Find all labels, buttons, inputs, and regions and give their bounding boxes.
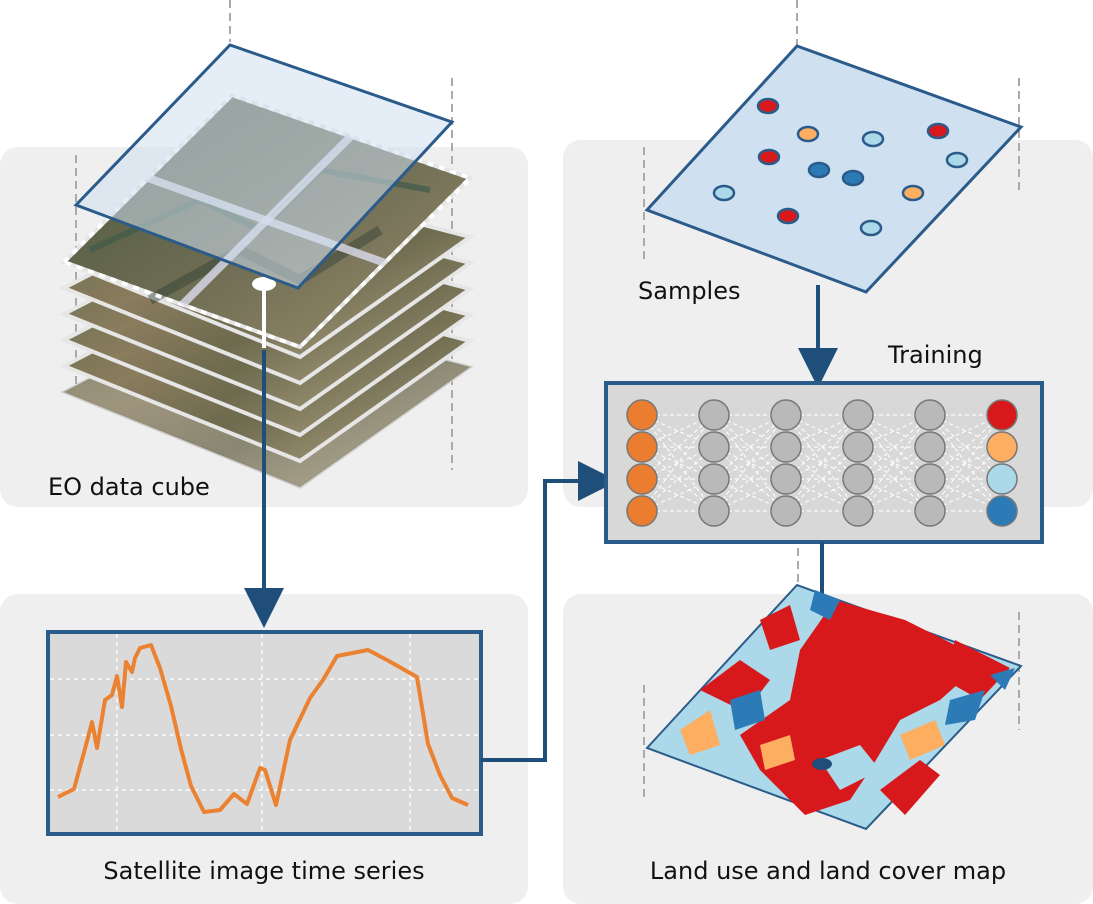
hidden-node xyxy=(914,463,946,495)
hidden-node xyxy=(842,463,874,495)
training-label: Training xyxy=(888,341,983,369)
sample-point xyxy=(926,122,950,140)
hidden-node xyxy=(698,495,730,527)
hidden-node xyxy=(698,431,730,463)
classified-map-icon xyxy=(643,548,1023,831)
sample-point xyxy=(901,184,925,202)
output-node xyxy=(986,431,1018,463)
hidden-node xyxy=(914,399,946,431)
data-cube-icon xyxy=(59,0,475,489)
output-node xyxy=(986,463,1018,495)
sample-point xyxy=(841,169,865,187)
sample-point xyxy=(776,207,800,225)
samples-label: Samples xyxy=(638,277,741,305)
hidden-node xyxy=(842,399,874,431)
hidden-node xyxy=(770,495,802,527)
hidden-node xyxy=(770,431,802,463)
land-cover-map-label: Land use and land cover map xyxy=(649,857,1007,885)
time-series-chart xyxy=(46,630,483,836)
hidden-node xyxy=(770,463,802,495)
hidden-node xyxy=(914,431,946,463)
reference-plane xyxy=(73,43,455,290)
sample-point xyxy=(756,97,780,115)
hidden-node xyxy=(842,431,874,463)
input-node xyxy=(626,431,658,463)
hidden-node xyxy=(914,495,946,527)
ndvi-series-line xyxy=(57,643,469,814)
input-node xyxy=(626,495,658,527)
map-point-marker xyxy=(812,758,832,770)
input-node xyxy=(626,399,658,431)
hidden-node xyxy=(770,399,802,431)
sample-point xyxy=(859,219,883,237)
sample-point xyxy=(757,148,781,166)
arrow-timeseries-to-network xyxy=(481,461,618,762)
neural-network-icon xyxy=(604,381,1044,544)
sample-point xyxy=(861,130,885,148)
hidden-node xyxy=(698,463,730,495)
input-node xyxy=(626,463,658,495)
time-series-label: Satellite image time series xyxy=(103,857,425,885)
eo-data-cube-label: EO data cube xyxy=(48,473,210,501)
hidden-node xyxy=(698,399,730,431)
hidden-node xyxy=(842,495,874,527)
sample-point xyxy=(712,184,736,202)
sample-point xyxy=(945,151,969,169)
output-node xyxy=(986,495,1018,527)
sample-point xyxy=(796,125,820,143)
output-node xyxy=(986,399,1018,431)
sample-point xyxy=(807,161,831,179)
samples-plane xyxy=(643,0,1024,294)
